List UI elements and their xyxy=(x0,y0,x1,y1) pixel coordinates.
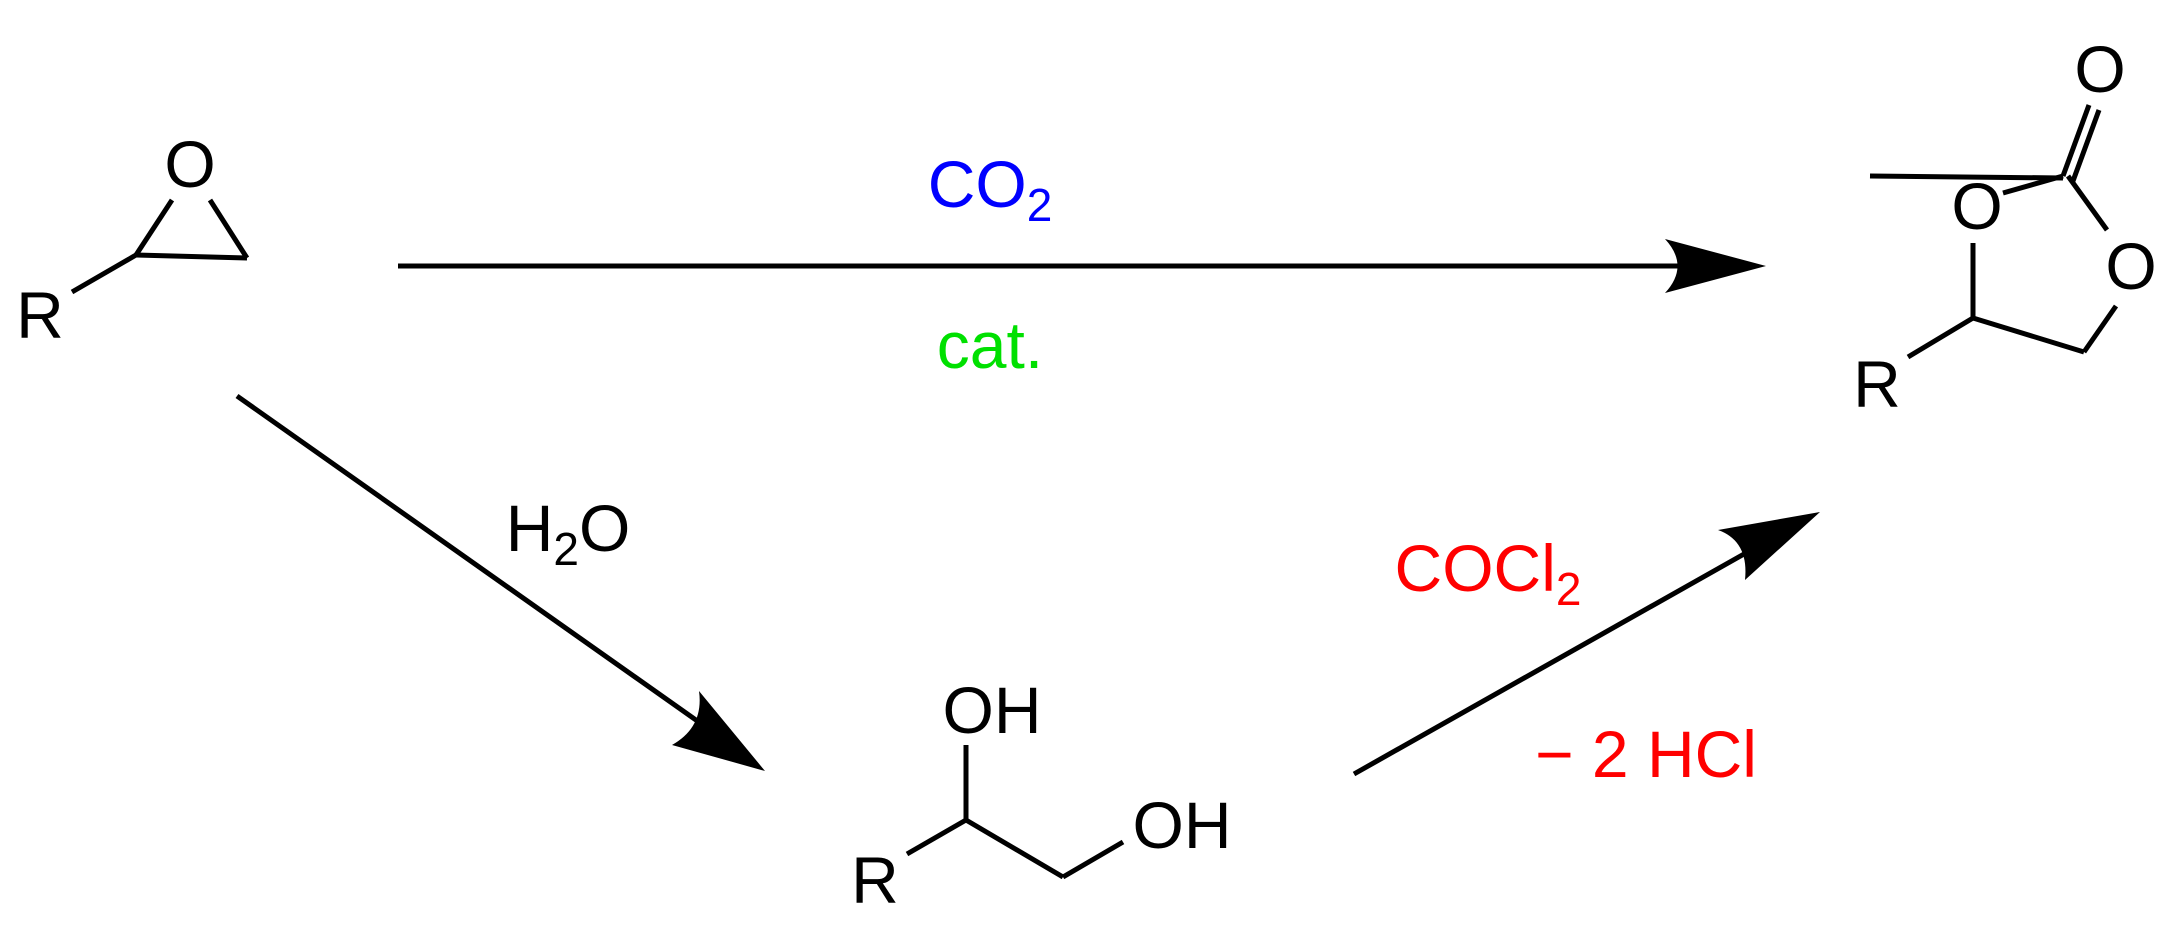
diol-r-bond xyxy=(905,817,968,857)
diol-intermediate: R OH OH xyxy=(851,673,1231,917)
hydrolysis-arrow-head xyxy=(672,691,765,771)
carbonate-ring-oxygen-2-label: O xyxy=(2105,229,2156,303)
water-reagent-o: O xyxy=(579,491,630,565)
direct-arrow-head xyxy=(1665,239,1766,293)
carbonate-c-o1-bond xyxy=(2002,173,2064,196)
hydrolysis-arrow: H2O xyxy=(235,393,765,771)
phosgene-arrow-shaft xyxy=(1352,542,1762,777)
diol-c1-c2-bond xyxy=(964,817,1065,880)
cyclic-carbonate-product: O O O R xyxy=(1853,32,2157,421)
hcl-byproduct-label: − 2 HCl xyxy=(1535,717,1757,791)
diol-c2-oh-bond xyxy=(1061,839,1125,880)
co2-reagent-label: CO2 xyxy=(928,147,1053,231)
phosgene-arrow-head xyxy=(1718,512,1820,580)
co2-reagent-main: CO xyxy=(928,147,1027,221)
epoxide-oxygen-label: O xyxy=(164,127,215,201)
water-reagent-label: H2O xyxy=(506,491,631,575)
carbonate-carbonyl-oxygen-label: O xyxy=(2074,32,2125,106)
carbonate-r-bond xyxy=(1906,315,1975,360)
water-reagent-h: H xyxy=(506,491,554,565)
carbonate-ring-oxygen-1-label: O xyxy=(1951,169,2002,243)
epoxide-r-bond xyxy=(70,252,138,295)
epoxide-reactant: R O xyxy=(16,127,250,352)
carbonate-ch-ch2-bond xyxy=(1972,315,2085,355)
carbonyl-double-bond-2 xyxy=(2070,109,2102,182)
epoxide-c2-o-bond xyxy=(207,198,250,260)
diol-r-label: R xyxy=(851,843,899,917)
hydrolysis-arrow-shaft xyxy=(235,393,722,740)
water-reagent-subscript: 2 xyxy=(553,523,579,575)
phosgene-arrow: COCl2 − 2 HCl xyxy=(1352,512,1820,791)
phosgene-reagent-label: COCl2 xyxy=(1395,531,1582,615)
co2-reagent-subscript: 2 xyxy=(1027,179,1053,231)
diol-hydroxyl-2-label: OH xyxy=(1133,788,1232,862)
carbonate-c-o2-bond xyxy=(2065,174,2110,232)
diol-hydroxyl-1-label: OH xyxy=(943,673,1042,747)
direct-co2-arrow: CO2 cat. xyxy=(398,147,1766,382)
epoxide-c-c-bond xyxy=(135,252,248,261)
phosgene-reagent-main: COCl xyxy=(1395,531,1556,605)
carbonate-ch2-o2-bond xyxy=(2081,304,2119,354)
catalyst-label: cat. xyxy=(937,308,1043,382)
carbonyl-double-bond-a xyxy=(1869,173,2064,181)
epoxide-c1-o-bond xyxy=(133,198,175,257)
phosgene-reagent-subscript: 2 xyxy=(1556,563,1582,615)
carbonate-r-label: R xyxy=(1853,347,1901,421)
epoxide-r-label: R xyxy=(16,278,64,352)
carbonyl-double-bond-1 xyxy=(2060,104,2092,177)
